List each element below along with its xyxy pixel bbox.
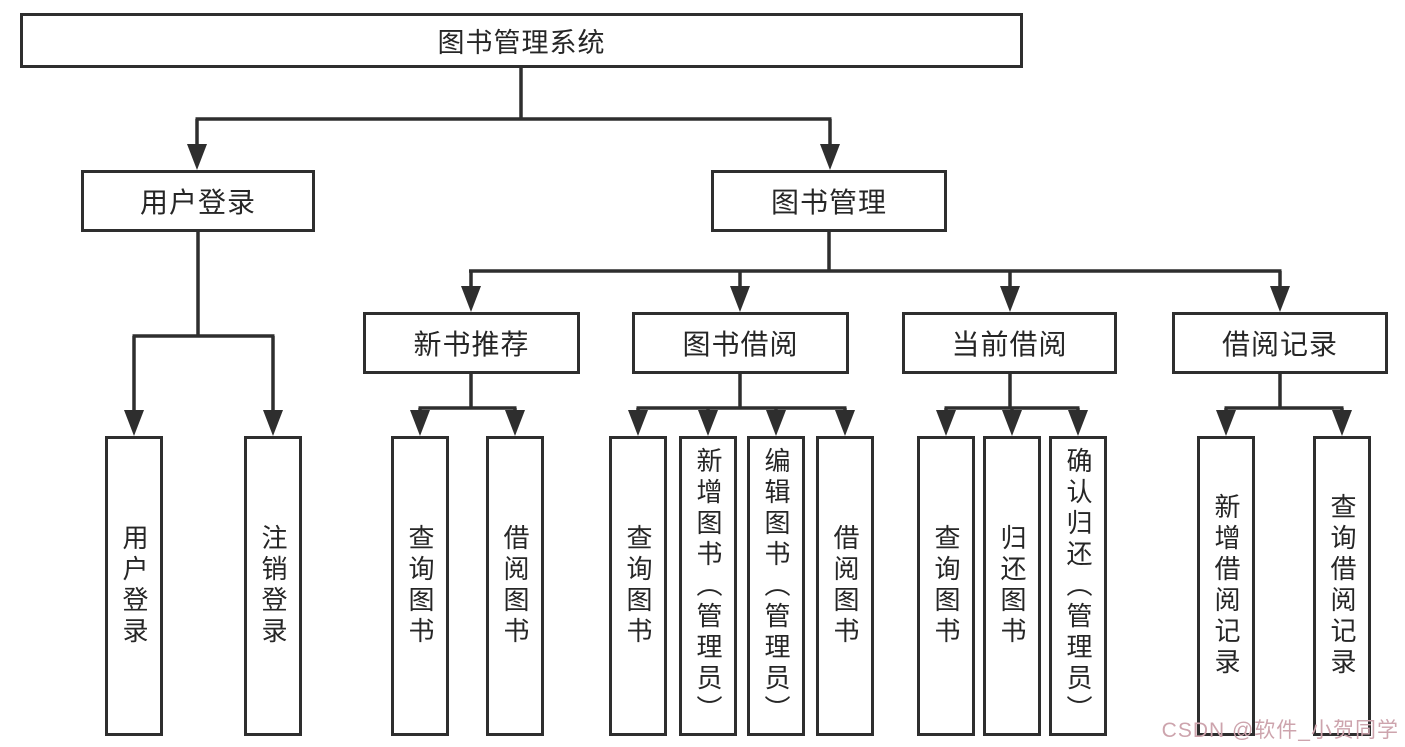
node-label: 用户登录 (139, 187, 256, 218)
node-user-login-module: 用户登录 (81, 170, 315, 232)
leaf-edit-books-admin: 编辑图书（管理员） (747, 436, 805, 736)
watermark: CSDN @软件_小贺同学 (1161, 719, 1399, 742)
node-book-borrow: 图书借阅 (632, 312, 849, 374)
node-label: 借阅记录 (1221, 329, 1338, 360)
node-label: 图书管理 (770, 187, 887, 218)
connector-book-borrow-to-leaves (628, 374, 855, 436)
leaf-query-borrow-record: 查询借阅记录 (1313, 436, 1371, 736)
connector-book-mgmt-to-level3 (461, 232, 1290, 312)
node-label: 新增借阅记录 (1211, 493, 1241, 679)
connector-user-login-to-leaves (124, 232, 283, 436)
node-label: 注销登录 (258, 524, 288, 648)
node-label: 编辑图书（管理员） (761, 446, 791, 726)
node-label: 查询图书 (931, 524, 961, 648)
connector-root-to-level2 (187, 68, 840, 170)
node-label: 查询借阅记录 (1327, 493, 1357, 679)
node-current-borrow: 当前借阅 (902, 312, 1117, 374)
node-label: 借阅图书 (500, 524, 530, 648)
node-label: 借阅图书 (830, 524, 860, 648)
node-label: 归还图书 (997, 524, 1027, 648)
leaf-query-books-1: 查询图书 (391, 436, 449, 736)
leaf-return-books: 归还图书 (983, 436, 1041, 736)
node-label: 新书推荐 (413, 329, 530, 360)
leaf-query-books-3: 查询图书 (917, 436, 975, 736)
node-label: 当前借阅 (951, 329, 1068, 360)
connector-current-borrow-to-leaves (936, 374, 1088, 436)
node-label: 确认归还（管理员） (1063, 446, 1093, 726)
leaf-query-books-2: 查询图书 (609, 436, 667, 736)
node-new-book-recommend: 新书推荐 (363, 312, 580, 374)
node-label: 图书借阅 (682, 329, 799, 360)
leaf-add-borrow-record: 新增借阅记录 (1197, 436, 1255, 736)
node-label: 用户登录 (119, 524, 149, 648)
node-label: 查询图书 (623, 524, 653, 648)
connector-borrow-records-to-leaves (1216, 374, 1352, 436)
node-book-management-module: 图书管理 (711, 170, 947, 232)
leaf-logout: 注销登录 (244, 436, 302, 736)
node-label: 查询图书 (405, 524, 435, 648)
node-label: 新增图书（管理员） (693, 446, 723, 726)
node-label: 图书管理系统 (437, 28, 606, 58)
connector-new-books-to-leaves (410, 374, 525, 436)
leaf-add-books-admin: 新增图书（管理员） (679, 436, 737, 736)
leaf-user-login: 用户登录 (105, 436, 163, 736)
leaf-borrow-books-2: 借阅图书 (816, 436, 874, 736)
node-root-system: 图书管理系统 (20, 13, 1023, 68)
node-borrow-records: 借阅记录 (1172, 312, 1388, 374)
leaf-confirm-return-admin: 确认归还（管理员） (1049, 436, 1107, 736)
leaf-borrow-books-1: 借阅图书 (486, 436, 544, 736)
